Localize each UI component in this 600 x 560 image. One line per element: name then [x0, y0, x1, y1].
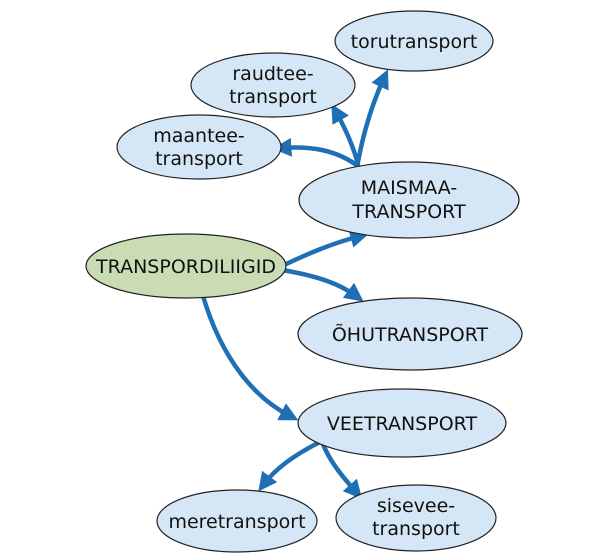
label-torutransport: torutransport — [351, 31, 478, 53]
label-sisevee-line1: sisevee- — [377, 495, 455, 517]
arrow-root-to-maismaa — [279, 229, 370, 269]
label-veetransport: VEETRANSPORT — [327, 413, 478, 435]
arrow-maismaa-to-torutransport — [355, 69, 389, 165]
node-maismaa-transport — [298, 161, 520, 239]
node-veetransport — [297, 388, 507, 458]
label-maantee-line2: transport — [155, 148, 243, 170]
node-raudtee-transport — [190, 52, 356, 118]
label-meretransport: meretransport — [168, 511, 305, 533]
label-transpordiliigid: TRANSPORDILIIGID — [95, 256, 276, 278]
label-maismaa-line1: MAISMAA- — [361, 177, 457, 199]
label-ohutransport: ÕHUTRANSPORT — [332, 323, 489, 346]
label-maantee-line1: maantee- — [153, 125, 245, 147]
label-sisevee-line2: transport — [372, 518, 460, 540]
arrow-maismaa-to-maantee — [272, 137, 361, 169]
label-raudtee-line1: raudtee- — [232, 63, 313, 85]
node-torutransport — [334, 10, 494, 72]
arrow-root-to-veetransport — [200, 293, 299, 421]
label-maismaa-line2: TRANSPORT — [351, 201, 466, 223]
node-sisevee-transport — [335, 484, 497, 552]
node-meretransport — [156, 489, 318, 553]
label-raudtee-line2: transport — [229, 86, 317, 108]
arrow-root-to-ohutransport — [279, 267, 364, 302]
arrow-vee-to-meretransport — [258, 439, 323, 492]
node-ohutransport — [297, 297, 523, 371]
node-maantee-transport — [116, 114, 282, 180]
arrow-vee-to-sisevee — [319, 439, 363, 500]
node-transpordiliigid — [85, 233, 287, 299]
